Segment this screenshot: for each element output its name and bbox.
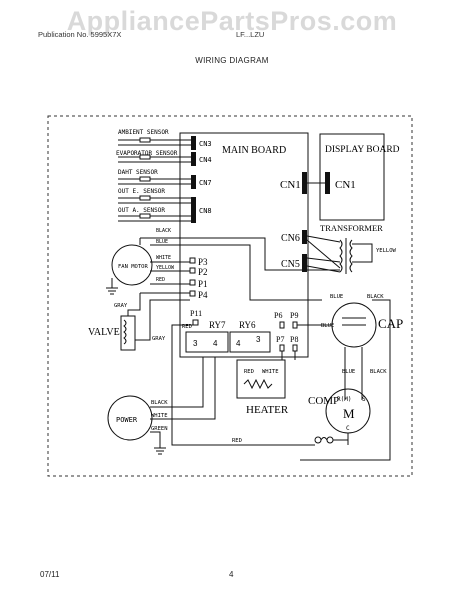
display-cn1-label: CN1 (335, 179, 356, 191)
diagram-frame (47, 115, 413, 477)
comp-r-terminal: R(M) (337, 396, 351, 403)
display-cn1-plug (325, 172, 330, 194)
wire-black-top: BLACK (156, 228, 171, 234)
cn5-label: CN5 (281, 259, 300, 270)
comp-label: COMP (308, 395, 339, 407)
main-board-label: MAIN BOARD (222, 145, 286, 156)
power-symbol (107, 395, 153, 441)
cn3-label: CN3 (199, 140, 212, 148)
p7-label: P7 (276, 335, 284, 344)
wire-yellow-fan: YELLOW (156, 265, 175, 271)
cap-label: CAP (378, 316, 403, 331)
ry6-pin-3: 3 (256, 335, 261, 344)
cn6-label: CN6 (281, 233, 300, 244)
sensor-out-a: OUT A. SENSOR (118, 207, 165, 214)
cn7-plug (191, 175, 196, 189)
wire-yellow-transformer: YELLOW (376, 248, 397, 254)
main-cn1-label: CN1 (280, 179, 301, 191)
power-label: POWER (116, 416, 138, 424)
comp-c-terminal: C (346, 425, 350, 432)
wire-blue-top: BLUE (156, 239, 168, 245)
fan-motor-label: FAN MOTOR (118, 264, 148, 270)
comp-s-terminal: S (362, 396, 366, 403)
wire-white-heater: WHITE (262, 369, 279, 375)
p11-label: P11 (190, 309, 202, 318)
cn5-plug (302, 254, 307, 272)
wire-white-fan: WHITE (156, 255, 171, 261)
wire-black-cap: BLACK (367, 294, 384, 300)
wire-gray-right: GRAY (152, 336, 166, 342)
sensor-daht: DAHT SENSOR (118, 169, 158, 176)
wire-blue-comp: BLUE (342, 369, 355, 375)
valve-symbol (120, 315, 136, 351)
fan-motor-symbol (111, 244, 153, 286)
cn8-plug (191, 197, 196, 223)
transformer-label: TRANSFORMER (320, 223, 383, 233)
ry7-pin-4: 4 (213, 339, 218, 348)
p2-label: P2 (198, 267, 208, 277)
publication-number: Publication No. 5995X7X (38, 30, 122, 39)
cn4-plug (191, 152, 196, 166)
ry6-pin-4: 4 (236, 339, 241, 348)
p1-label: P1 (198, 279, 208, 289)
page-title: WIRING DIAGRAM (195, 56, 269, 65)
sensor-evaporator: EVAPORATOR SENSOR (116, 150, 178, 157)
p8-label: P8 (290, 335, 298, 344)
heater-label: HEATER (246, 404, 289, 416)
heater-element (243, 378, 273, 390)
footer-date: 07/11 (40, 570, 60, 579)
wire-green-power: GREEN (151, 426, 168, 432)
ry6-relay (229, 331, 271, 353)
p6-label: P6 (274, 311, 282, 320)
ry6-label: RY6 (239, 320, 256, 330)
footer-page-number: 4 (229, 570, 234, 579)
model-number: LF...LZU (236, 30, 265, 39)
ry7-label: RY7 (209, 320, 226, 330)
wire-blue-cap: BLUE (330, 294, 343, 300)
wire-red-p11: RED (182, 324, 192, 330)
wire-blue-cap-in: BLUE (321, 323, 334, 329)
wire-gray-left: GRAY (114, 303, 128, 309)
display-board-box (319, 133, 385, 221)
wire-white-power: WHITE (151, 413, 168, 419)
transformer-symbol (339, 238, 353, 274)
cn3-plug (191, 136, 196, 150)
sensor-out-e: OUT E. SENSOR (118, 188, 165, 195)
valve-label: VALVE (88, 327, 120, 338)
watermark: AppliancePartsPros.com (66, 6, 398, 36)
wire-red-fan: RED (156, 277, 165, 283)
cn6-plug (302, 230, 307, 244)
fan-ground-icon (106, 278, 118, 295)
cn8-label: CN8 (199, 207, 212, 215)
wire-red-bottom: RED (232, 438, 242, 444)
display-board-label: DISPLAY BOARD (325, 145, 400, 155)
wire-black-power: BLACK (151, 400, 168, 406)
main-cn1-plug (302, 172, 307, 194)
heater-box (236, 359, 286, 399)
p9-label: P9 (290, 311, 298, 320)
motor-symbol: M (343, 406, 355, 421)
ry7-relay (185, 331, 229, 353)
ry7-pin-3: 3 (193, 339, 198, 348)
cn4-label: CN4 (199, 156, 212, 164)
power-ground-icon (154, 447, 166, 455)
sensor-ambient: AMBIENT SENSOR (118, 129, 169, 136)
cn7-label: CN7 (199, 179, 212, 187)
p3-label: P3 (198, 257, 208, 267)
wire-black-comp: BLACK (370, 369, 387, 375)
overload-protector (314, 436, 334, 444)
wire-red-heater: RED (244, 369, 254, 375)
p4-label: P4 (198, 290, 208, 300)
